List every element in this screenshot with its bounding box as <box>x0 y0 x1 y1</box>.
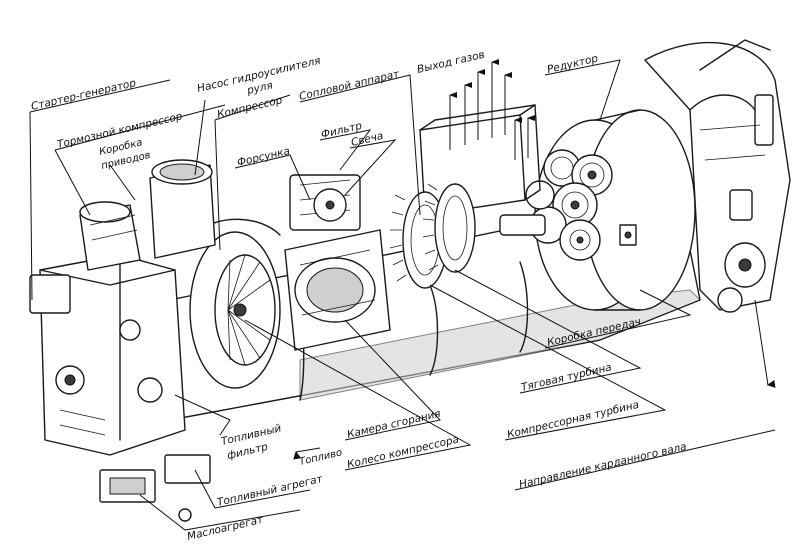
label-starter-generator: Стартер-генератор <box>30 77 137 113</box>
label-pump-2: руля <box>245 79 274 97</box>
label-reducer: Редуктор <box>546 52 600 75</box>
label-compressor-wheel: Колесо компрессора <box>346 434 460 471</box>
label-traction-turbine: Тяговая турбина <box>520 361 613 394</box>
turbine-discs <box>389 183 476 289</box>
fuel-arrow <box>293 447 321 460</box>
combustion-chamber-drawing <box>284 174 391 351</box>
cardan-direction-arrow <box>754 299 776 388</box>
brake-compressor-drawing <box>149 159 216 259</box>
compressor-drawing <box>189 218 281 389</box>
label-cardan-direction: Направление карданного вала <box>518 441 688 491</box>
label-fuel-unit: Топливный агрегат <box>216 473 325 509</box>
label-combustion-chamber: Камера сгорания <box>346 408 442 441</box>
label-compressor: Компрессор <box>216 94 284 121</box>
label-compressor-turbine: Компрессорная турбина <box>506 399 640 441</box>
label-oil-unit: Маслоагрегат <box>186 514 265 543</box>
leader-lines <box>29 59 776 531</box>
engine-drawing <box>29 39 791 522</box>
cardan-assembly-drawing <box>644 39 791 313</box>
label-nozzle-apparatus: Сопловой аппарат <box>298 68 401 103</box>
starter-generator-drawing <box>79 201 141 271</box>
gas-outlet-arrows <box>449 59 535 160</box>
label-gas-outlet: Выход газов <box>416 49 486 76</box>
label-injector: Форсунка <box>236 145 291 169</box>
drive-box-drawing <box>29 254 211 522</box>
